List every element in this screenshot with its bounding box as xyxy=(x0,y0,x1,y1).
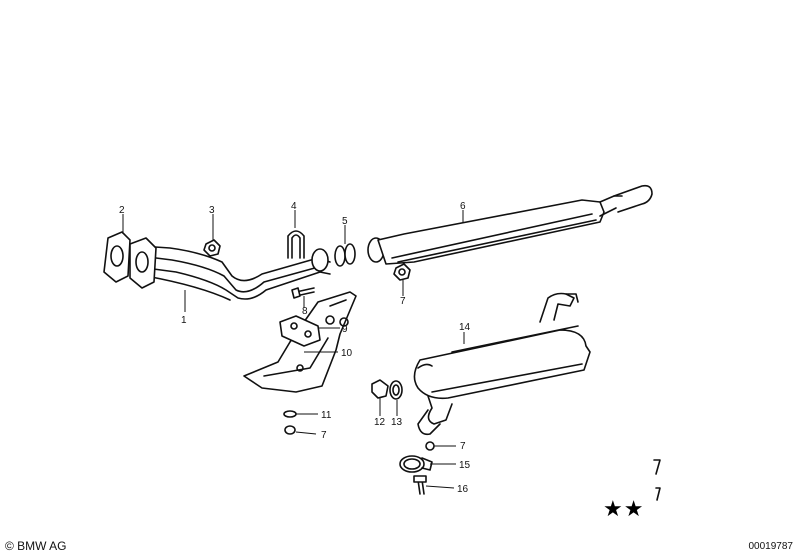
callout-6: 6 xyxy=(460,201,466,212)
pipe-clamp-15 xyxy=(399,455,433,473)
callout-2: 2 xyxy=(119,205,125,216)
callout-5: 5 xyxy=(342,216,348,227)
edge-marks xyxy=(653,459,661,501)
leader-lines xyxy=(122,210,465,489)
bolt-8 xyxy=(291,287,315,299)
callout-12: 12 xyxy=(374,417,386,428)
diagram-code: 00019787 xyxy=(748,541,794,552)
u-bolt xyxy=(287,230,305,259)
callout-13: 13 xyxy=(391,417,403,428)
stars-mark: ★★ xyxy=(603,497,645,522)
rubber-mount-13 xyxy=(389,380,403,400)
mounting-bracket xyxy=(279,315,321,347)
callout-3: 3 xyxy=(209,205,215,216)
pipe-connector xyxy=(311,237,385,272)
callout-10: 10 xyxy=(341,348,353,359)
clamp-12 xyxy=(371,379,389,399)
nut-3 xyxy=(203,239,221,257)
callout-11: 11 xyxy=(321,410,332,421)
front-pipe xyxy=(139,245,331,301)
callout-15: 15 xyxy=(459,460,471,471)
center-silencer xyxy=(377,184,653,265)
copyright-text: © BMW AG xyxy=(5,539,67,553)
exhaust-flange-left xyxy=(103,231,157,289)
rear-silencer xyxy=(413,292,591,436)
callout-14: 14 xyxy=(459,322,471,333)
callout-7-lower: 7 xyxy=(321,430,327,441)
callout-7-bottom: 7 xyxy=(460,441,466,452)
washer-11 xyxy=(283,410,297,418)
callout-8: 8 xyxy=(302,306,308,317)
nut-7-lower xyxy=(284,425,296,435)
callout-16: 16 xyxy=(457,484,469,495)
callout-4: 4 xyxy=(291,201,297,212)
callout-1: 1 xyxy=(181,315,187,326)
nut-7-upper xyxy=(393,263,411,281)
callout-9: 9 xyxy=(342,324,348,335)
bolt-16 xyxy=(413,475,427,495)
nut-7-bottom xyxy=(425,441,435,451)
callouts: 1 2 3 4 5 6 7 8 9 10 11 7 12 13 14 7 15 … xyxy=(119,201,471,495)
callout-7-upper: 7 xyxy=(400,296,406,307)
